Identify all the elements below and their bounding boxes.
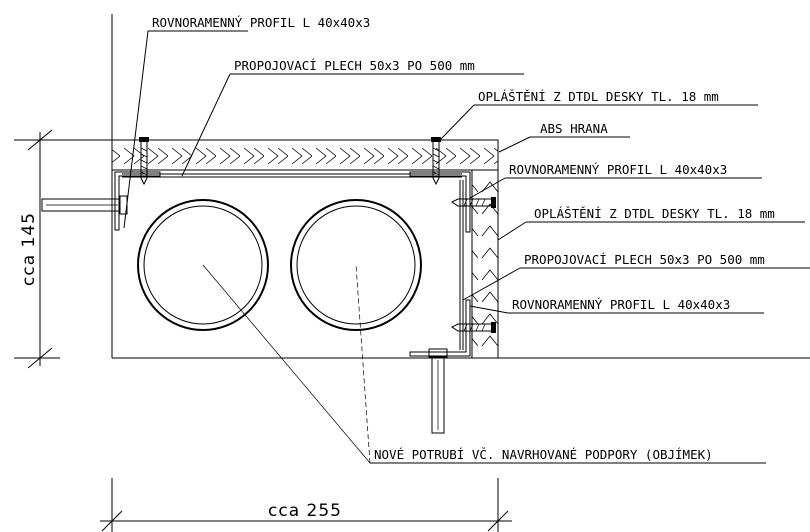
screw-right-lower — [451, 322, 496, 333]
label-connecting-plate-right: PROPOJOVACÍ PLECH 50x3 PO 500 mm — [524, 252, 765, 267]
connecting-plate-top — [122, 173, 462, 178]
screw-top-left — [139, 137, 149, 186]
screw-top-right — [431, 137, 441, 186]
screw-right-upper — [451, 197, 496, 208]
l-profile-top-left — [114, 171, 161, 231]
l-profile-bottom-right — [409, 299, 471, 357]
pipe-left — [137, 199, 269, 331]
connecting-plate-right — [459, 180, 464, 350]
leader-lines — [123, 30, 810, 464]
label-l-profile-top: ROVNORAMENNÝ PROFIL L 40x40x3 — [152, 15, 370, 30]
dimension-height-label: cca 145 — [19, 212, 39, 286]
label-connecting-plate-top: PROPOJOVACÍ PLECH 50x3 PO 500 mm — [234, 58, 475, 73]
label-cladding-right: OPLÁŠTĚNÍ Z DTDL DESKY TL. 18 mm — [534, 206, 775, 221]
dimension-width-label: cca 255 — [268, 501, 342, 521]
label-l-profile-right-lower: ROVNORAMENNÝ PROFIL L 40x40x3 — [512, 297, 730, 312]
label-cladding-top: OPLÁŠTĚNÍ Z DTDL DESKY TL. 18 mm — [478, 89, 719, 104]
label-l-profile-right-upper: ROVNORAMENNÝ PROFIL L 40x40x3 — [509, 162, 727, 177]
wall-lines — [111, 14, 810, 359]
anchor-bolt-left — [41, 195, 128, 215]
pipe-right — [290, 199, 422, 331]
dimension-width — [100, 478, 512, 532]
top-board — [111, 139, 499, 171]
dimension-height — [14, 129, 112, 369]
label-abs-edge: ABS HRANA — [540, 121, 608, 136]
label-new-pipe: NOVÉ POTRUBÍ VČ. NAVRHOVANÉ PODPORY (OBJ… — [374, 447, 713, 462]
l-profile-top-right — [409, 171, 471, 233]
anchor-bolt-bottom — [428, 348, 448, 434]
